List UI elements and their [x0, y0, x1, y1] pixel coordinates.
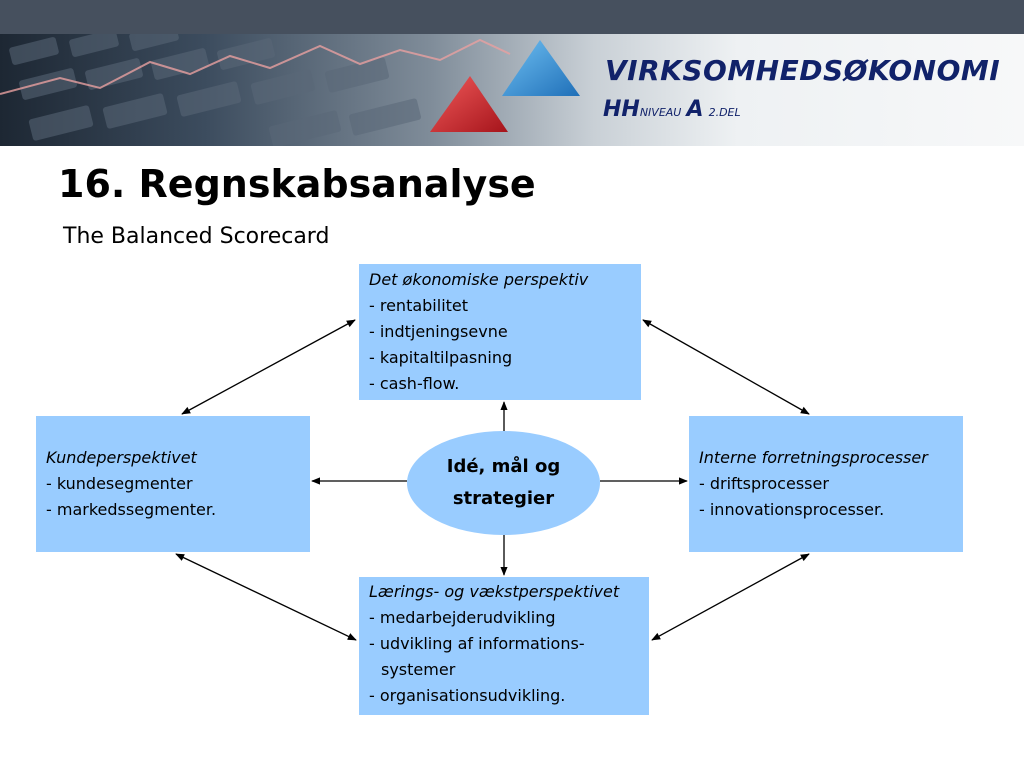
- financial-item: - rentabilitet: [369, 296, 469, 315]
- learning-item: systemer: [381, 660, 456, 679]
- page-subtitle: The Balanced Scorecard: [63, 224, 330, 249]
- financial-perspective-box: Det økonomiske perspektiv - rentabilitet…: [359, 264, 641, 400]
- customer-perspective-heading: Kundeperspektivet: [46, 448, 197, 467]
- learning-item: - medarbejderudvikling: [369, 608, 556, 627]
- banner-graphic: [0, 34, 580, 146]
- arrow-left-top: [181, 319, 356, 415]
- internal-processes-heading: Interne forretningsprocesser: [699, 448, 928, 467]
- chart-line-decoration: [0, 38, 511, 95]
- arrow-bottom-right: [651, 553, 810, 641]
- page-title: 16. Regnskabsanalyse: [58, 162, 536, 206]
- financial-perspective-heading: Det økonomiske perspektiv: [369, 270, 589, 289]
- vision-strategy-ellipse: Idé, mål og strategier: [407, 431, 600, 535]
- header-banner: VIRKSOMHEDSØKONOMI HHNIVEAU A 2.DEL: [0, 34, 1024, 146]
- blue-triangle-logo: [502, 40, 580, 96]
- arrow-top-right: [642, 319, 810, 415]
- financial-item: - indtjeningsevne: [369, 322, 508, 341]
- customer-item: - kundesegmenter: [46, 474, 193, 493]
- customer-item: - markedssegmenter.: [46, 500, 217, 519]
- internal-item: - driftsprocesser: [699, 474, 829, 493]
- learning-item: - organisationsudvikling.: [369, 686, 566, 705]
- keyboard-keys-decoration: [9, 34, 421, 146]
- financial-item: - kapitaltilpasning: [369, 348, 513, 367]
- internal-item: - innovationsprocesser.: [699, 500, 885, 519]
- course-level: HHNIVEAU A 2.DEL: [603, 97, 741, 122]
- arrow-left-bottom: [175, 553, 357, 641]
- financial-item: - cash-flow.: [369, 374, 460, 393]
- internal-processes-box: Interne forretningsprocesser - driftspro…: [689, 416, 963, 552]
- learning-growth-box: Lærings- og vækstperspektivet - medarbej…: [359, 577, 649, 715]
- learning-item: - udvikling af informations-: [369, 634, 585, 653]
- vision-strategy-label: Idé, mål og strategier: [446, 456, 561, 509]
- red-triangle-logo: [430, 76, 508, 132]
- course-title: VIRKSOMHEDSØKONOMI: [605, 54, 1001, 87]
- top-bar: [0, 0, 1024, 34]
- learning-growth-heading: Lærings- og vækstperspektivet: [369, 582, 620, 601]
- customer-perspective-box: Kundeperspektivet - kundesegmenter - mar…: [36, 416, 310, 552]
